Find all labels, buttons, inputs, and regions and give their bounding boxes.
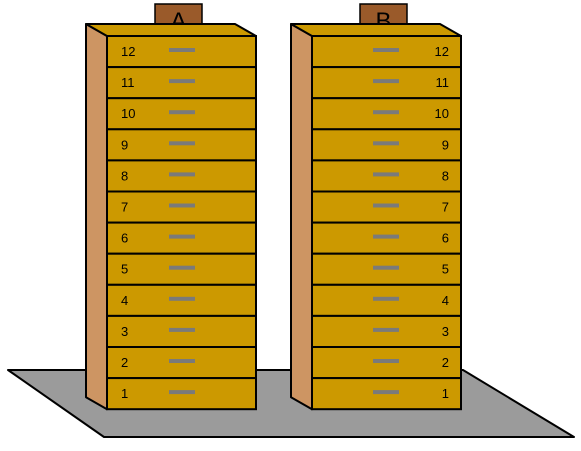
drawer-number: 7 xyxy=(442,200,449,215)
cabinet-top-panel xyxy=(86,24,256,36)
drawer-number: 1 xyxy=(442,386,449,401)
drawer[interactable]: 9 xyxy=(107,129,256,160)
drawer[interactable]: 11 xyxy=(107,67,256,98)
drawer[interactable]: 9 xyxy=(312,129,461,160)
drawer-number: 11 xyxy=(121,75,135,90)
drawer[interactable]: 11 xyxy=(312,67,461,98)
drawer-number: 10 xyxy=(435,106,449,121)
drawer[interactable]: 8 xyxy=(312,160,461,191)
drawer-handle-icon[interactable] xyxy=(373,359,399,363)
drawer-handle-icon[interactable] xyxy=(169,266,195,270)
cabinet-top-panel xyxy=(291,24,461,36)
drawer-handle-icon[interactable] xyxy=(169,359,195,363)
drawer-handle-icon[interactable] xyxy=(169,48,195,52)
drawer[interactable]: 12 xyxy=(312,36,461,67)
drawer-handle-icon[interactable] xyxy=(373,48,399,52)
drawer-number: 1 xyxy=(121,386,128,401)
drawer[interactable]: 6 xyxy=(107,223,256,254)
drawer-handle-icon[interactable] xyxy=(169,110,195,114)
drawer-number: 12 xyxy=(121,44,135,59)
drawer-number: 3 xyxy=(121,324,128,339)
drawer-handle-icon[interactable] xyxy=(373,390,399,394)
drawer[interactable]: 2 xyxy=(312,347,461,378)
drawer[interactable]: 12 xyxy=(107,36,256,67)
drawer[interactable]: 6 xyxy=(312,223,461,254)
drawer-handle-icon[interactable] xyxy=(169,297,195,301)
drawer-handle-icon[interactable] xyxy=(373,110,399,114)
drawer-handle-icon[interactable] xyxy=(373,266,399,270)
drawer-handle-icon[interactable] xyxy=(373,141,399,145)
drawer-handle-icon[interactable] xyxy=(373,204,399,208)
drawer-number: 10 xyxy=(121,106,135,121)
drawer-number: 2 xyxy=(121,355,128,370)
drawer[interactable]: 2 xyxy=(107,347,256,378)
drawer-number: 9 xyxy=(442,137,449,152)
drawer-handle-icon[interactable] xyxy=(169,235,195,239)
drawer-number: 2 xyxy=(442,355,449,370)
drawer[interactable]: 3 xyxy=(107,316,256,347)
drawer-number: 8 xyxy=(442,168,449,183)
drawer-handle-icon[interactable] xyxy=(373,79,399,83)
drawer-number: 8 xyxy=(121,168,128,183)
cabinet-side-panel xyxy=(86,24,107,409)
drawer[interactable]: 7 xyxy=(312,192,461,223)
drawer-handle-icon[interactable] xyxy=(169,390,195,394)
drawer-handle-icon[interactable] xyxy=(169,79,195,83)
cabinet-side-panel xyxy=(291,24,312,409)
drawer[interactable]: 5 xyxy=(312,254,461,285)
drawer-number: 9 xyxy=(121,137,128,152)
drawer[interactable]: 10 xyxy=(107,98,256,129)
drawer-number: 4 xyxy=(121,293,128,308)
drawer-handle-icon[interactable] xyxy=(169,204,195,208)
drawer-number: 6 xyxy=(121,231,128,246)
drawer[interactable]: 1 xyxy=(312,378,461,409)
drawer-number: 5 xyxy=(442,262,449,277)
drawer[interactable]: 4 xyxy=(312,285,461,316)
drawer-number: 3 xyxy=(442,324,449,339)
drawer-number: 12 xyxy=(435,44,449,59)
drawer[interactable]: 4 xyxy=(107,285,256,316)
drawer-number: 4 xyxy=(442,293,449,308)
drawer[interactable]: 5 xyxy=(107,254,256,285)
drawer-number: 11 xyxy=(436,75,450,90)
drawer[interactable]: 7 xyxy=(107,192,256,223)
drawer[interactable]: 3 xyxy=(312,316,461,347)
drawer-number: 7 xyxy=(121,200,128,215)
drawer-handle-icon[interactable] xyxy=(169,141,195,145)
drawer-handle-icon[interactable] xyxy=(373,172,399,176)
drawer[interactable]: 1 xyxy=(107,378,256,409)
drawer[interactable]: 10 xyxy=(312,98,461,129)
drawer-handle-icon[interactable] xyxy=(373,297,399,301)
drawer-handle-icon[interactable] xyxy=(169,328,195,332)
drawer-handle-icon[interactable] xyxy=(373,235,399,239)
drawer-handle-icon[interactable] xyxy=(169,172,195,176)
drawer-number: 6 xyxy=(442,231,449,246)
drawer-number: 5 xyxy=(121,262,128,277)
drawer-handle-icon[interactable] xyxy=(373,328,399,332)
drawer[interactable]: 8 xyxy=(107,160,256,191)
